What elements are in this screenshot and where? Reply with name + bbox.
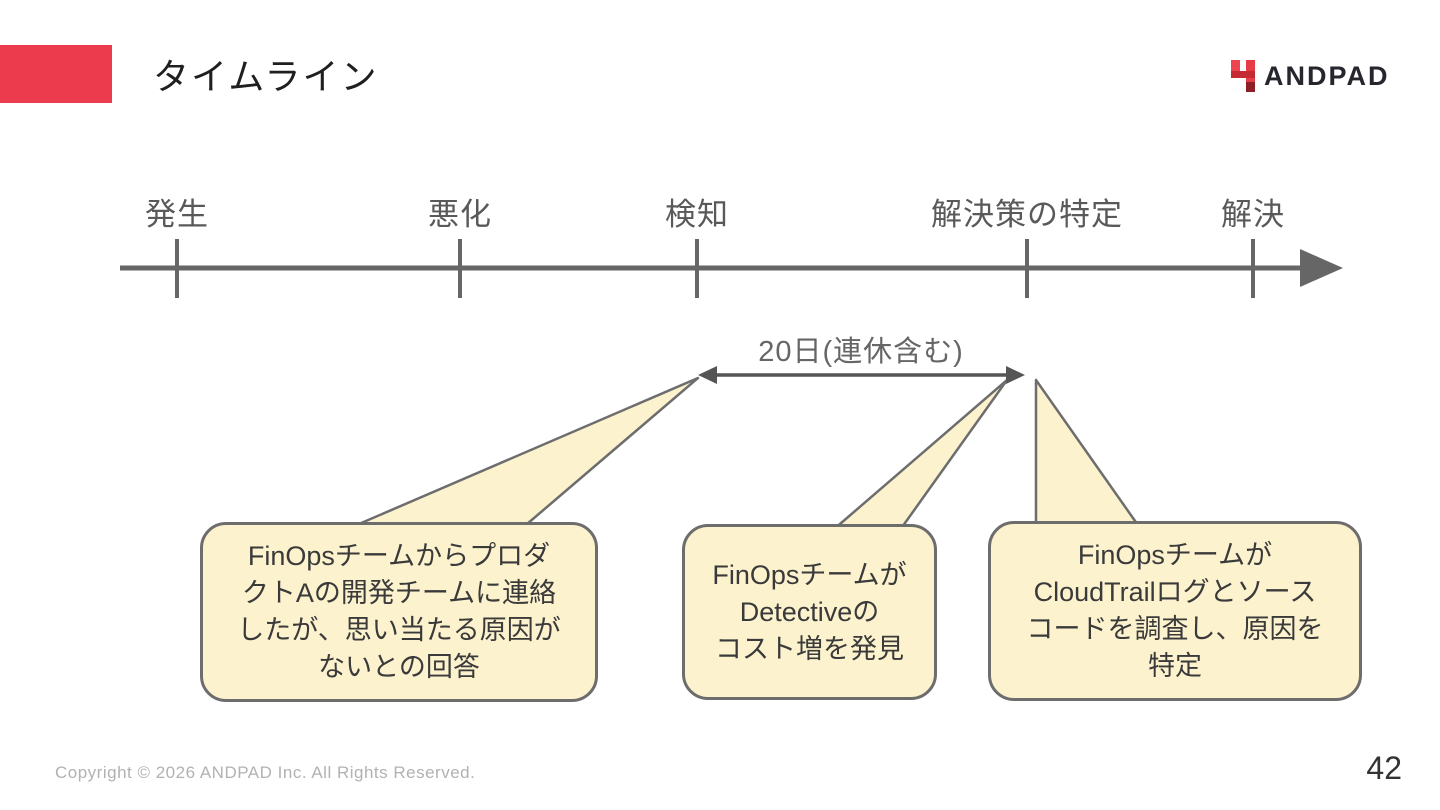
milestone-label-worsening: 悪化 xyxy=(428,197,492,232)
duration-arrowhead-right xyxy=(1006,366,1025,384)
callout-text-line: FinOpsチームが xyxy=(712,559,907,590)
callout-text-line: ないとの回答 xyxy=(318,652,480,682)
callout-text-line: CloudTrailログとソース xyxy=(1033,577,1317,607)
callout-text-line: コードを調査し、原因を xyxy=(1026,614,1324,644)
callout-2-tail xyxy=(831,378,1009,532)
footer-copyright: Copyright © 2026 ANDPAD Inc. All Rights … xyxy=(55,763,476,782)
callout-text-line: コスト増を発見 xyxy=(715,633,904,664)
callout-text-line: したが、思い当たる原因が xyxy=(237,615,561,645)
callout-detective-cost-found: FinOpsチームが Detectiveの コスト増を発見 xyxy=(682,524,937,700)
callout-3-tail xyxy=(1034,378,1142,530)
andpad-logo-text: ANDPAD xyxy=(1264,61,1390,91)
milestone-label-detection: 検知 xyxy=(665,197,729,232)
duration-label: 20日(連休含む) xyxy=(758,336,964,368)
callout-text-line: FinOpsチームが xyxy=(1077,540,1273,570)
page-number: 42 xyxy=(1366,750,1402,786)
callout-1-tail xyxy=(343,376,700,532)
duration-arrowhead-left xyxy=(698,366,717,384)
callout-contact-dev-team: FinOpsチームからプロダ クトAの開発チームに連絡 したが、思い当たる原因が… xyxy=(200,522,598,702)
callout-text-line: クトAの開発チームに連絡 xyxy=(241,578,557,608)
andpad-logo: ANDPAD xyxy=(1231,60,1390,93)
milestone-label-resolved: 解決 xyxy=(1221,197,1285,232)
timeline-arrowhead xyxy=(1300,249,1343,287)
andpad-logo-icon xyxy=(1231,60,1255,92)
page-title: タイムライン xyxy=(153,56,379,97)
accent-red-block xyxy=(0,45,112,103)
callout-text-line: 特定 xyxy=(1148,651,1202,681)
callout-cloudtrail-investigation: FinOpsチームが CloudTrailログとソース コードを調査し、原因を … xyxy=(988,521,1362,701)
callout-text-line: FinOpsチームからプロダ xyxy=(247,541,551,571)
milestone-label-occurrence: 発生 xyxy=(145,197,209,232)
milestone-label-solution: 解決策の特定 xyxy=(931,197,1123,232)
callout-text-line: Detectiveの xyxy=(739,596,880,627)
